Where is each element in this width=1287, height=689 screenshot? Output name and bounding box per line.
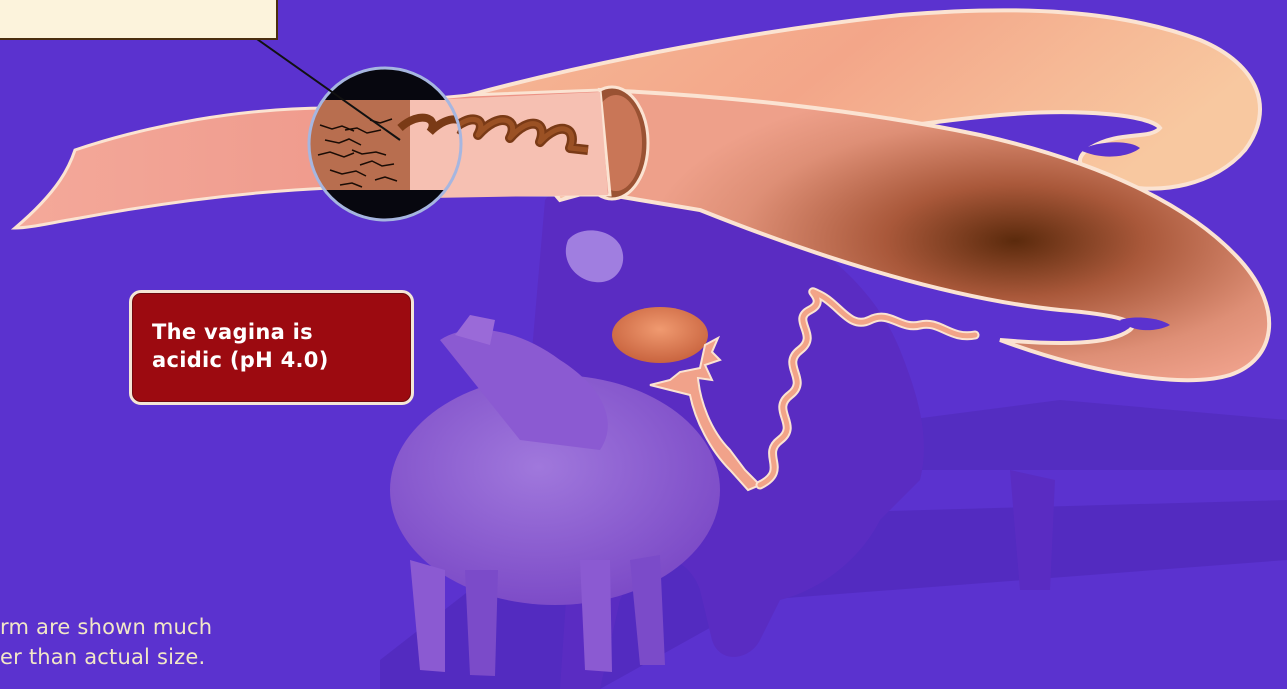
caption-line-2: er than actual size.	[0, 642, 212, 672]
caption-line-1: rm are shown much	[0, 612, 212, 642]
acidity-callout: The vagina is acidic (pH 4.0)	[129, 290, 414, 405]
size-note-caption: rm are shown much er than actual size.	[0, 612, 212, 672]
callout-line-2: acidic (pH 4.0)	[152, 346, 411, 374]
ovary-icon	[612, 307, 708, 363]
label-box	[0, 0, 278, 40]
callout-line-1: The vagina is	[152, 318, 411, 346]
